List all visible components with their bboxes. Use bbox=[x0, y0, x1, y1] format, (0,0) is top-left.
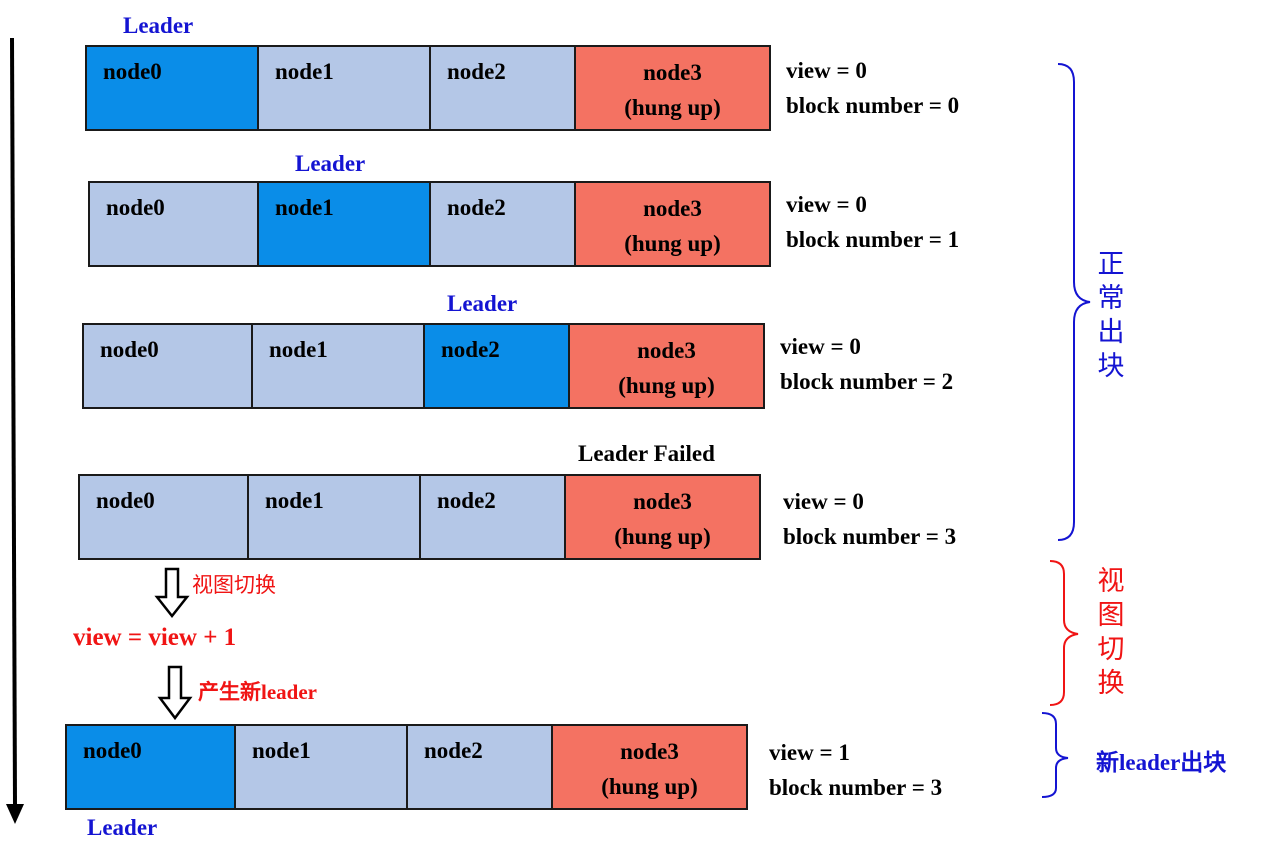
block-number-value: block number = 3 bbox=[783, 524, 957, 549]
block-number-value: block number = 2 bbox=[780, 369, 954, 394]
node-row: node0 node1 node2 node3(hung up) bbox=[82, 323, 765, 409]
phase-label-new-leader: 新leader出块 bbox=[1096, 750, 1227, 775]
node-row: node0 node1 node2 node3(hung up) bbox=[65, 724, 748, 810]
block-number-value: block number = 1 bbox=[786, 227, 960, 252]
view-value: view = 0 bbox=[786, 58, 867, 83]
node-row: node0 node1 node2 node3(hung up) bbox=[88, 181, 771, 267]
node-cell: node0 bbox=[90, 183, 259, 265]
view-increment-formula: view = view + 1 bbox=[73, 624, 237, 651]
node-cell-hung: node3(hung up) bbox=[570, 325, 763, 407]
node-cell: node1 bbox=[253, 325, 425, 407]
node-cell: node2 bbox=[421, 476, 566, 558]
node-cell-hung: node3(hung up) bbox=[553, 726, 746, 808]
view-change-step-label: 视图切换 bbox=[192, 573, 276, 597]
row-status: view = 0 block number = 3 bbox=[783, 484, 956, 554]
phase-label-view-change: 视图切换 bbox=[1097, 566, 1125, 699]
node-cell: node0 bbox=[80, 476, 249, 558]
row-status: view = 0 block number = 2 bbox=[780, 329, 953, 399]
down-arrow-icon bbox=[157, 665, 193, 721]
node-cell-leader: node1 bbox=[259, 183, 431, 265]
node-row: node0 node1 node2 node3(hung up) bbox=[78, 474, 761, 560]
node-cell-leader: node2 bbox=[425, 325, 570, 407]
brace-new-leader bbox=[1041, 712, 1069, 798]
leader-tag: Leader bbox=[295, 151, 366, 176]
leader-tag: Leader bbox=[447, 291, 518, 316]
node-cell-leader: node0 bbox=[87, 47, 259, 129]
node-row: node0 node1 node2 node3(hung up) bbox=[85, 45, 771, 131]
node-cell: node0 bbox=[84, 325, 253, 407]
node-cell: node1 bbox=[259, 47, 431, 129]
node-cell: node2 bbox=[431, 183, 576, 265]
new-leader-step-label: 产生新leader bbox=[198, 680, 317, 704]
leader-tag: Leader bbox=[123, 13, 194, 38]
brace-normal bbox=[1057, 63, 1091, 541]
node-cell-hung: node3(hung up) bbox=[576, 47, 769, 129]
node-cell: node2 bbox=[408, 726, 553, 808]
timeline-arrow bbox=[6, 37, 24, 824]
row-status: view = 0 block number = 1 bbox=[786, 187, 959, 257]
node-cell-hung: node3(hung up) bbox=[566, 476, 759, 558]
view-value: view = 0 bbox=[780, 334, 861, 359]
node-cell: node1 bbox=[236, 726, 408, 808]
block-number-value: block number = 0 bbox=[786, 93, 960, 118]
leader-tag: Leader bbox=[87, 815, 158, 840]
brace-view-change bbox=[1049, 560, 1079, 706]
down-arrow-icon bbox=[154, 567, 190, 619]
node-cell-leader: node0 bbox=[67, 726, 236, 808]
leader-failed-tag: Leader Failed bbox=[578, 441, 715, 466]
view-value: view = 0 bbox=[783, 489, 864, 514]
node-cell: node1 bbox=[249, 476, 421, 558]
node-cell: node2 bbox=[431, 47, 576, 129]
phase-label-normal: 正常出块 bbox=[1097, 249, 1125, 382]
view-value: view = 1 bbox=[769, 740, 850, 765]
node-cell-hung: node3(hung up) bbox=[576, 183, 769, 265]
view-value: view = 0 bbox=[786, 192, 867, 217]
row-status: view = 0 block number = 0 bbox=[786, 53, 959, 123]
row-status: view = 1 block number = 3 bbox=[769, 735, 942, 805]
block-number-value: block number = 3 bbox=[769, 775, 943, 800]
